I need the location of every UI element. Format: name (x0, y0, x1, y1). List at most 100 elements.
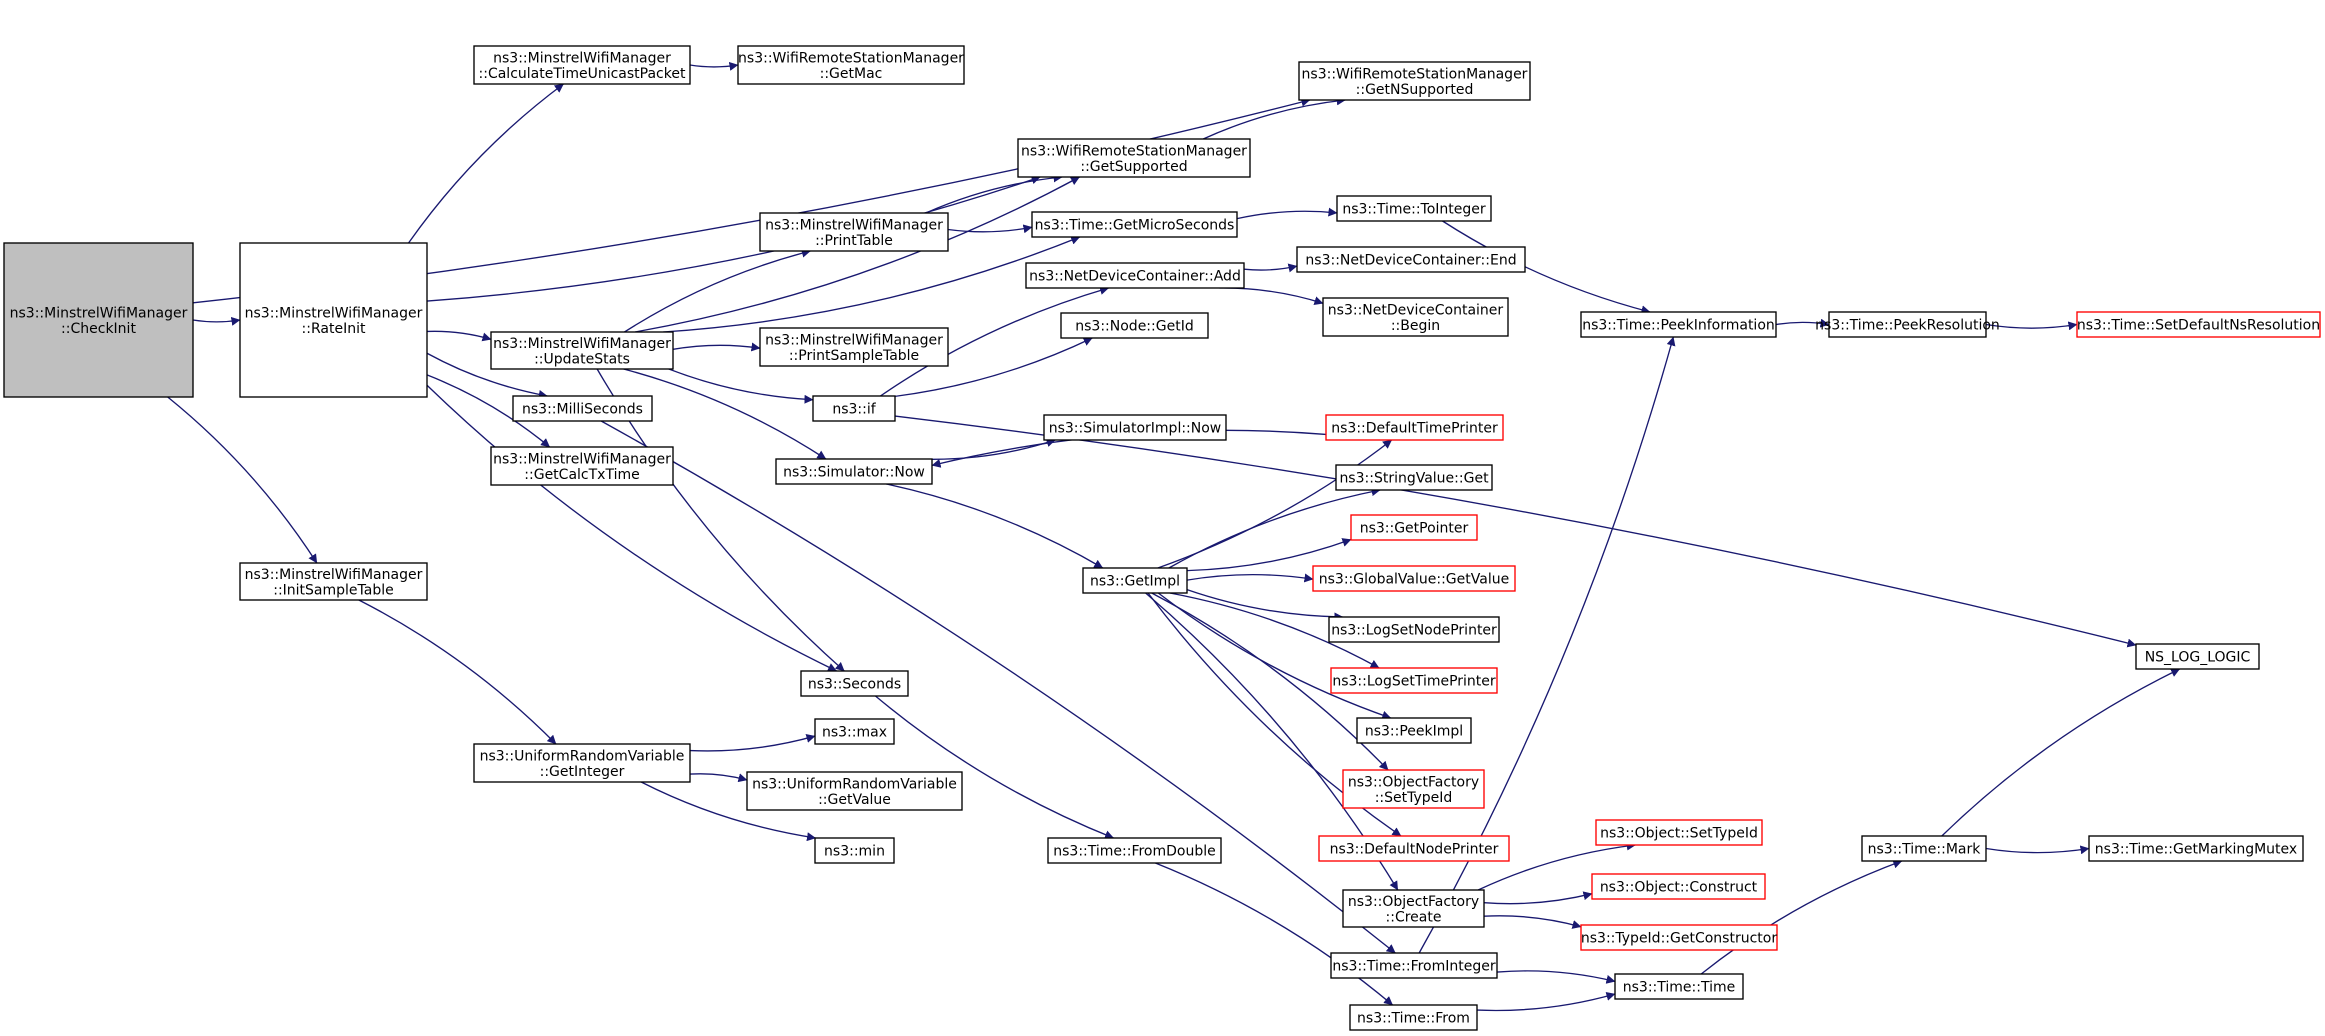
node-nodegetid-label-0: ns3::Node::GetId (1075, 319, 1193, 335)
node-getmutex-box (2088, 835, 2304, 862)
node-nodegetid[interactable]: ns3::Node::GetId (1060, 312, 1209, 339)
edge-if-to-ndcadd (880, 286, 1110, 397)
edge-layer (167, 61, 2181, 1012)
node-defnodeprinter-box (1318, 835, 1510, 862)
node-ofcreate-box (1342, 889, 1485, 928)
node-defnodeprinter-label-0: ns3::DefaultNodePrinter (1330, 842, 1499, 858)
node-defnodeprinter[interactable]: ns3::DefaultNodePrinter (1318, 835, 1510, 862)
edge-updatestats-to-simnow (623, 368, 827, 460)
node-getsupported[interactable]: ns3::WifiRemoteStationManager::GetSuppor… (1017, 138, 1251, 178)
node-checkinit[interactable]: ns3::MinstrelWifiManager::CheckInit (3, 242, 194, 398)
node-uniformval[interactable]: ns3::UniformRandomVariable::GetValue (746, 771, 963, 811)
node-time[interactable]: ns3::Time::Time (1614, 973, 1744, 1000)
node-getimpl-box (1082, 567, 1188, 594)
node-getmicro[interactable]: ns3::Time::GetMicroSeconds (1031, 211, 1238, 238)
node-peekimpl-box (1356, 717, 1472, 744)
node-getnsupported-box (1298, 61, 1531, 101)
node-seconds[interactable]: ns3::Seconds (800, 670, 909, 697)
edge-seconds-to-fromdouble (875, 695, 1114, 840)
node-logsettime[interactable]: ns3::LogSetTimePrinter (1330, 667, 1498, 694)
node-getmutex[interactable]: ns3::Time::GetMarkingMutex (2088, 835, 2304, 862)
node-printtable-box (759, 212, 949, 252)
node-simnow-box (775, 458, 933, 485)
node-mark[interactable]: ns3::Time::Mark (1861, 835, 1987, 862)
node-objconstruct[interactable]: ns3::Object::Construct (1591, 873, 1766, 900)
node-uniformint-label-0: ns3::UniformRandomVariable (480, 748, 685, 764)
node-frominteger-label-0: ns3::Time::FromInteger (1332, 959, 1495, 975)
node-updatestats-box (490, 331, 674, 370)
node-rateinit[interactable]: ns3::MinstrelWifiManager::RateInit (239, 242, 428, 398)
node-fromdouble[interactable]: ns3::Time::FromDouble (1047, 837, 1222, 864)
node-min[interactable]: ns3::min (814, 837, 895, 864)
node-if[interactable]: ns3::if (812, 395, 896, 422)
node-frominteger[interactable]: ns3::Time::FromInteger (1330, 952, 1498, 979)
node-tointeger[interactable]: ns3::Time::ToInteger (1336, 195, 1492, 222)
node-getimpl[interactable]: ns3::GetImpl (1082, 567, 1188, 594)
node-calctime[interactable]: ns3::MinstrelWifiManager::CalculateTimeU… (473, 45, 691, 85)
node-typeidctor-label-0: ns3::TypeId::GetConstructor (1581, 931, 1777, 947)
node-peekimpl[interactable]: ns3::PeekImpl (1356, 717, 1472, 744)
node-ndcend[interactable]: ns3::NetDeviceContainer::End (1296, 246, 1526, 273)
node-getnsupported-label-0: ns3::WifiRemoteStationManager (1302, 66, 1528, 82)
node-from[interactable]: ns3::Time::From (1349, 1004, 1478, 1031)
edge-initsample-to-uniformint (358, 599, 557, 745)
node-from-box (1349, 1004, 1478, 1031)
node-from-label-0: ns3::Time::From (1357, 1011, 1470, 1027)
node-stringget[interactable]: ns3::StringValue::Get (1335, 464, 1493, 491)
node-getmicro-box (1031, 211, 1238, 238)
node-peekimpl-label-0: ns3::PeekImpl (1365, 724, 1463, 740)
node-ofcreate[interactable]: ns3::ObjectFactory::Create (1342, 889, 1485, 928)
node-printsample-label-1: ::PrintSampleTable (789, 348, 919, 364)
node-ofsettype-label-1: ::SetTypeId (1375, 790, 1453, 806)
node-updatestats[interactable]: ns3::MinstrelWifiManager::UpdateStats (490, 331, 674, 370)
node-simimplnow[interactable]: ns3::SimulatorImpl::Now (1043, 414, 1227, 441)
node-logsetnode[interactable]: ns3::LogSetNodePrinter (1328, 616, 1500, 643)
edge-mark-to-nslog (1941, 668, 2181, 837)
node-printsample-label-0: ns3::MinstrelWifiManager (765, 332, 943, 348)
node-rateinit-label-1: ::RateInit (302, 321, 366, 337)
edge-frominteger-to-peekinfo (1418, 336, 1676, 954)
node-typeidctor[interactable]: ns3::TypeId::GetConstructor (1580, 924, 1778, 951)
node-getmac[interactable]: ns3::WifiRemoteStationManager::GetMac (737, 45, 965, 85)
node-globalget-box (1312, 565, 1516, 592)
node-seconds-box (800, 670, 909, 697)
edge-getsupported-to-getnsupported (1202, 96, 1346, 140)
node-nslog[interactable]: NS_LOG_LOGIC (2135, 643, 2260, 670)
node-if-box (812, 395, 896, 422)
node-peekres[interactable]: ns3::Time::PeekResolution (1815, 311, 2000, 338)
node-time-box (1614, 973, 1744, 1000)
node-ofcreate-label-0: ns3::ObjectFactory (1348, 894, 1479, 910)
node-millisec-box (512, 395, 653, 422)
node-uniformval-label-0: ns3::UniformRandomVariable (752, 776, 957, 792)
node-fromdouble-label-0: ns3::Time::FromDouble (1053, 844, 1216, 860)
node-min-label-0: ns3::min (824, 844, 885, 860)
node-max[interactable]: ns3::max (814, 718, 895, 745)
node-typeidctor-box (1580, 924, 1778, 951)
node-simnow[interactable]: ns3::Simulator::Now (775, 458, 933, 485)
node-ndcbegin[interactable]: ns3::NetDeviceContainer::Begin (1322, 297, 1509, 337)
node-millisec[interactable]: ns3::MilliSeconds (512, 395, 653, 422)
node-tointeger-label-0: ns3::Time::ToInteger (1342, 202, 1486, 218)
edge-getimpl-to-deftimeprinter (1157, 439, 1393, 569)
node-peekinfo[interactable]: ns3::Time::PeekInformation (1580, 311, 1777, 338)
node-simimplnow-label-0: ns3::SimulatorImpl::Now (1049, 421, 1222, 437)
node-uniformint[interactable]: ns3::UniformRandomVariable::GetInteger (473, 743, 691, 783)
node-objsettype[interactable]: ns3::Object::SetTypeId (1595, 819, 1763, 846)
node-getcalctx[interactable]: ns3::MinstrelWifiManager::GetCalcTxTime (490, 446, 674, 486)
node-simimplnow-box (1043, 414, 1227, 441)
node-printtable[interactable]: ns3::MinstrelWifiManager::PrintTable (759, 212, 949, 252)
node-initsample[interactable]: ns3::MinstrelWifiManager::InitSampleTabl… (239, 562, 428, 601)
node-updatestats-label-0: ns3::MinstrelWifiManager (493, 336, 671, 352)
edge-time-to-mark (1700, 859, 1903, 975)
node-setdefres[interactable]: ns3::Time::SetDefaultNsResolution (2076, 311, 2321, 338)
node-logsettime-label-0: ns3::LogSetTimePrinter (1332, 674, 1496, 690)
node-getnsupported[interactable]: ns3::WifiRemoteStationManager::GetNSuppo… (1298, 61, 1531, 101)
node-deftimeprinter[interactable]: ns3::DefaultTimePrinter (1325, 414, 1504, 441)
node-ofsettype[interactable]: ns3::ObjectFactory::SetTypeId (1342, 769, 1485, 809)
node-calctime-label-1: ::CalculateTimeUnicastPacket (479, 66, 686, 82)
node-globalget[interactable]: ns3::GlobalValue::GetValue (1312, 565, 1516, 592)
node-ndcadd[interactable]: ns3::NetDeviceContainer::Add (1025, 262, 1245, 289)
node-printsample[interactable]: ns3::MinstrelWifiManager::PrintSampleTab… (759, 327, 949, 367)
node-getpointer[interactable]: ns3::GetPointer (1350, 514, 1478, 541)
node-initsample-label-0: ns3::MinstrelWifiManager (245, 567, 423, 583)
